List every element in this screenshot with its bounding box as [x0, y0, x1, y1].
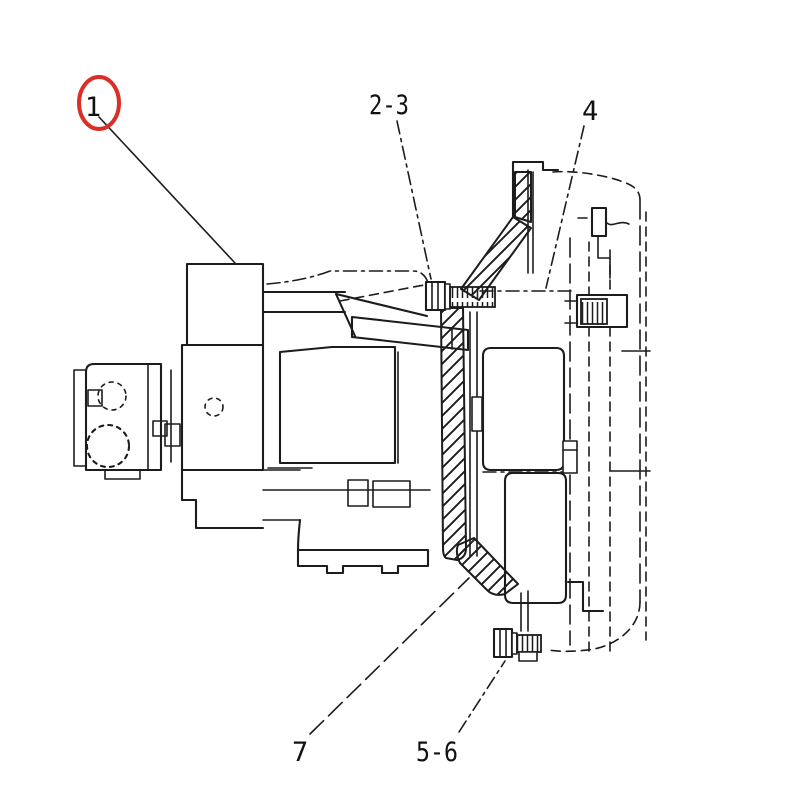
bolt-2-3-head-facets [431, 281, 439, 311]
pump-foot-boss-right [372, 480, 411, 508]
pump-rear-housing [278, 345, 397, 465]
callout-1-highlight-ring [77, 75, 121, 131]
coupling-spline-teeth [580, 298, 608, 325]
pump-port-lower [85, 423, 131, 469]
coupling-side-boss [562, 440, 578, 474]
drive-plate-spacer [471, 396, 483, 432]
pump-top-block [185, 262, 265, 347]
callout-4-leader [545, 125, 585, 289]
drive-plate [440, 160, 560, 632]
pump-cap-foot [104, 469, 141, 480]
pump-upper-rails [261, 290, 347, 314]
bolt-2-3-threads [449, 286, 496, 308]
bolt-5-6 [492, 627, 542, 662]
housing-centerline-ticks [609, 350, 651, 472]
callout-5-6-label: 5-6 [416, 737, 458, 768]
callout-7: 7 [292, 577, 470, 768]
callout-1-label: 1 [85, 92, 101, 123]
pump-yoke-wedge [334, 292, 429, 338]
flywheel-rim-lines [520, 590, 529, 632]
flywheel-face-lines-upper [527, 169, 534, 274]
callouts: 1 2-3 4 7 5-6 [77, 75, 598, 768]
pump-end-cap [84, 362, 163, 472]
drive-plate-lower-arm [455, 537, 519, 596]
callout-5-6-leader [458, 660, 506, 733]
pump-end-cap-tab [87, 389, 103, 407]
drive-plate-top-step [511, 160, 560, 219]
callout-4: 4 [545, 96, 598, 289]
bolt-5-6-head [492, 627, 514, 659]
pump-end-cap-flange [73, 369, 87, 467]
housing-bracket-squiggle [605, 221, 630, 226]
callout-5-6: 5-6 [416, 660, 506, 768]
pump-main-body [180, 343, 265, 472]
pump-yoke-bar [350, 315, 470, 352]
pump-connector-boss [164, 423, 181, 447]
coupling-spline-links [564, 300, 578, 324]
callout-7-leader [309, 577, 470, 735]
pump-top-contour [266, 270, 429, 285]
pump-foot-plate [296, 518, 430, 575]
bolt-2-3 [424, 280, 496, 312]
coupling-bottom-step [566, 580, 605, 613]
coupling-hub-lower [503, 471, 568, 605]
pump-lower-step [180, 468, 265, 530]
callout-7-label: 7 [292, 737, 308, 768]
callout-2-3-label: 2-3 [369, 90, 409, 121]
callout-2-3: 2-3 [369, 90, 432, 280]
bolt-2-3-head [424, 280, 447, 312]
drive-plate-upper-flange [514, 171, 532, 223]
flywheel-face-lines [469, 311, 478, 557]
pump-cap-notch [152, 420, 168, 437]
pump-assembly [73, 262, 470, 575]
bolt-5-6-tab [518, 651, 538, 662]
pump-foot-boss-left [347, 479, 369, 507]
pump-port-upper [97, 381, 127, 411]
callout-1-leader [98, 116, 236, 264]
callout-4-label: 4 [582, 96, 598, 127]
coupling-assembly [479, 290, 629, 613]
flywheel-housing [547, 170, 651, 656]
pump-lower-lines [262, 469, 431, 521]
drive-plate-web [440, 307, 467, 561]
housing-bracket-step [597, 235, 611, 279]
bolt-5-6-threads [516, 634, 542, 653]
bolt-5-6-head-facets [499, 628, 507, 658]
coupling-hub-upper [481, 346, 566, 472]
housing-top-curve [552, 170, 641, 201]
housing-top-bracket [590, 206, 608, 238]
callout-2-3-leader [396, 120, 432, 280]
pump-yoke-hidden-line [339, 284, 425, 302]
pump-body-port-hole [204, 397, 224, 417]
housing-bottom-curve [547, 601, 641, 653]
callout-1: 1 [77, 75, 236, 264]
